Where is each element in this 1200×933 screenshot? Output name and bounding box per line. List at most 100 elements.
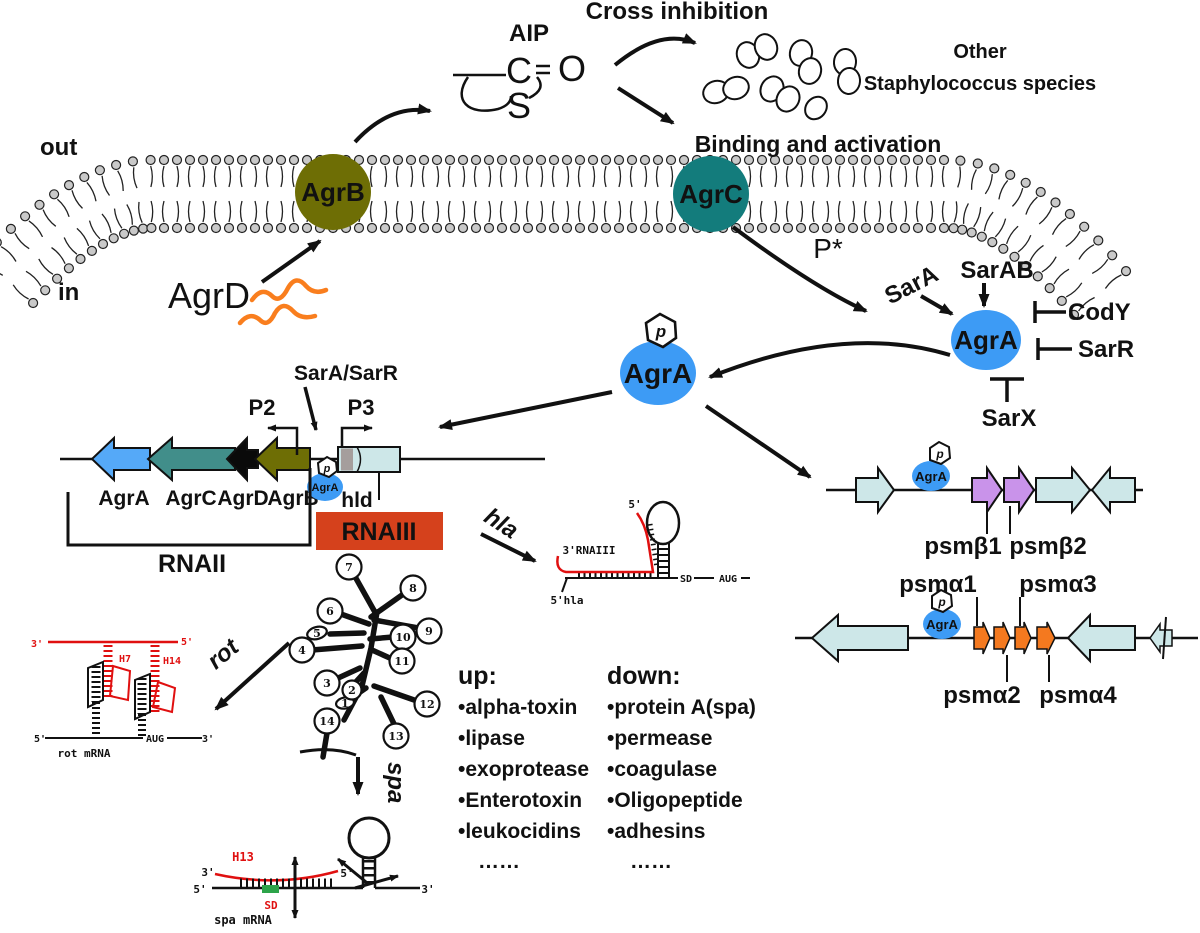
other-species-line1: Other <box>953 41 1007 63</box>
hld-label: hld <box>341 489 373 512</box>
agrB-protein <box>295 154 371 230</box>
gene-agrC-arrow <box>146 435 236 483</box>
rot-mrna-panel: 3' 5' H7 H14 5' AUG 3' rot mRNA <box>31 637 214 760</box>
aip-structure <box>453 64 550 112</box>
gene-agrD-label: AgrD <box>217 487 268 510</box>
phospho-hexagon-center <box>644 312 678 349</box>
svg-text:H14: H14 <box>163 656 181 667</box>
svg-text:4: 4 <box>298 644 306 657</box>
cross-inhibition-title: Cross inhibition <box>586 0 769 25</box>
sarR-inhibition <box>1036 338 1072 360</box>
svg-text:SD: SD <box>680 574 692 585</box>
sarX-label: SarX <box>982 405 1037 432</box>
rnaiii-loop-8 <box>399 574 427 602</box>
svg-text:2: 2 <box>348 684 356 697</box>
svg-text:AUG: AUG <box>146 734 164 745</box>
hld-divider <box>356 446 362 473</box>
lipid-bilayer-membrane <box>0 154 1132 320</box>
agrA-right-label: AgrA <box>954 325 1018 355</box>
svg-text:7: 7 <box>345 561 353 574</box>
phospho-p-locus: p <box>323 463 331 475</box>
agrA-center-label: AgrA <box>624 358 692 389</box>
out-label: out <box>40 134 77 161</box>
sarAB-label: SarAB <box>960 257 1033 284</box>
hla-stem-loop <box>645 500 681 546</box>
cocci-cells <box>702 33 862 121</box>
p2-promoter-arrow <box>267 424 299 455</box>
rnaiii-loop-5 <box>306 625 328 641</box>
sarA-arrow <box>919 294 954 316</box>
svg-text:12: 12 <box>419 698 434 711</box>
psma3-gene-arrow <box>1014 621 1032 655</box>
p2-label: P2 <box>249 395 276 420</box>
svg-text:3'RNAIII: 3'RNAIII <box>563 544 616 557</box>
svg-text:SD: SD <box>264 899 278 912</box>
aip-sulfur: S <box>507 85 531 126</box>
svg-text:1: 1 <box>341 697 349 710</box>
svg-text:p: p <box>937 595 945 609</box>
sarR-label: SarR <box>1078 336 1134 363</box>
codY-inhibition <box>1033 301 1066 323</box>
up-item: •leukocidins <box>458 820 581 843</box>
agrA-to-locus-arrow <box>438 390 613 430</box>
svg-text:3': 3' <box>202 734 214 745</box>
phospho-hexagon-psmb <box>929 440 952 466</box>
rnaiii-structure: 1 2 3 4 5 6 7 8 9 10 11 12 13 14 <box>288 553 443 760</box>
psm-alpha-locus: psmα1 psmα3 psmα2 psmα4 p AgrA <box>795 571 1198 709</box>
agrD-label: AgrD <box>168 275 250 316</box>
up-title: up: <box>458 662 497 690</box>
phospho-hexagon-locus <box>316 455 339 479</box>
down-item: •protein A(spa) <box>607 696 756 719</box>
up-item: •exoprotease <box>458 758 589 781</box>
sarX-inhibition <box>990 377 1024 402</box>
psmb1-label: psmβ1 <box>924 533 1001 560</box>
agrB-to-aip-arrow <box>353 103 432 144</box>
agrA-locus-protein <box>307 473 343 501</box>
cleavage-arrow-upleft <box>337 857 367 884</box>
svg-text:5': 5' <box>34 734 46 745</box>
rnaiii-box <box>316 512 443 550</box>
down-ellipsis: …… <box>630 850 672 873</box>
spa-label: spa <box>382 762 409 803</box>
aip-label: AIP <box>509 20 549 47</box>
rnaiii-loop-2 <box>341 679 363 701</box>
rnaiii-loop-13 <box>382 722 410 750</box>
agrA-psmb-label: AgrA <box>915 469 947 484</box>
svg-text:AUG: AUG <box>719 574 737 585</box>
rnaiii-loop-12 <box>413 690 441 718</box>
svg-text:3': 3' <box>421 883 434 896</box>
svg-text:3': 3' <box>201 866 214 879</box>
svg-text:3: 3 <box>323 677 331 690</box>
phospho-transfer-label: P* <box>813 233 843 264</box>
rnaiii-loop-4 <box>288 636 316 664</box>
gene-agrB-label: AgrB <box>267 487 318 510</box>
gene-agrC-label: AgrC <box>165 487 216 510</box>
psma2-gene-arrow <box>993 621 1011 655</box>
sarA-sarR-label: SarA/SarR <box>294 362 398 385</box>
down-item: •Oligopeptide <box>607 789 743 812</box>
rnaiii-loop-11 <box>388 647 416 675</box>
svg-text:5'hla: 5'hla <box>550 594 583 607</box>
down-item: •adhesins <box>607 820 705 843</box>
up-item: •Enterotoxin <box>458 789 582 812</box>
gene-agrA-arrow <box>90 435 151 483</box>
phospho-hexagon-psma <box>931 588 954 614</box>
aip-to-agrC-arrow <box>616 86 675 125</box>
p3-label: P3 <box>348 395 375 420</box>
svg-text:5: 5 <box>313 627 321 640</box>
agrA-psmb-protein <box>912 461 950 491</box>
signal-arrows <box>260 33 951 479</box>
agrD-to-agrB-arrow <box>260 239 322 284</box>
rot-arrow <box>214 641 291 711</box>
gene-agrA-label: AgrA <box>98 487 149 510</box>
spa-mrna-panel: H13 3' 5' 5' 3' SD spa mRNA <box>193 816 435 927</box>
svg-text:10: 10 <box>395 631 411 644</box>
svg-text:6: 6 <box>326 605 334 618</box>
psma2-label: psmα2 <box>943 682 1020 709</box>
phospho-p-center: p <box>655 322 666 341</box>
up-item: •alpha-toxin <box>458 696 577 719</box>
psmb1-gene-arrow <box>971 464 1004 516</box>
svg-text:spa mRNA: spa mRNA <box>214 913 273 927</box>
svg-text:14: 14 <box>319 715 335 728</box>
